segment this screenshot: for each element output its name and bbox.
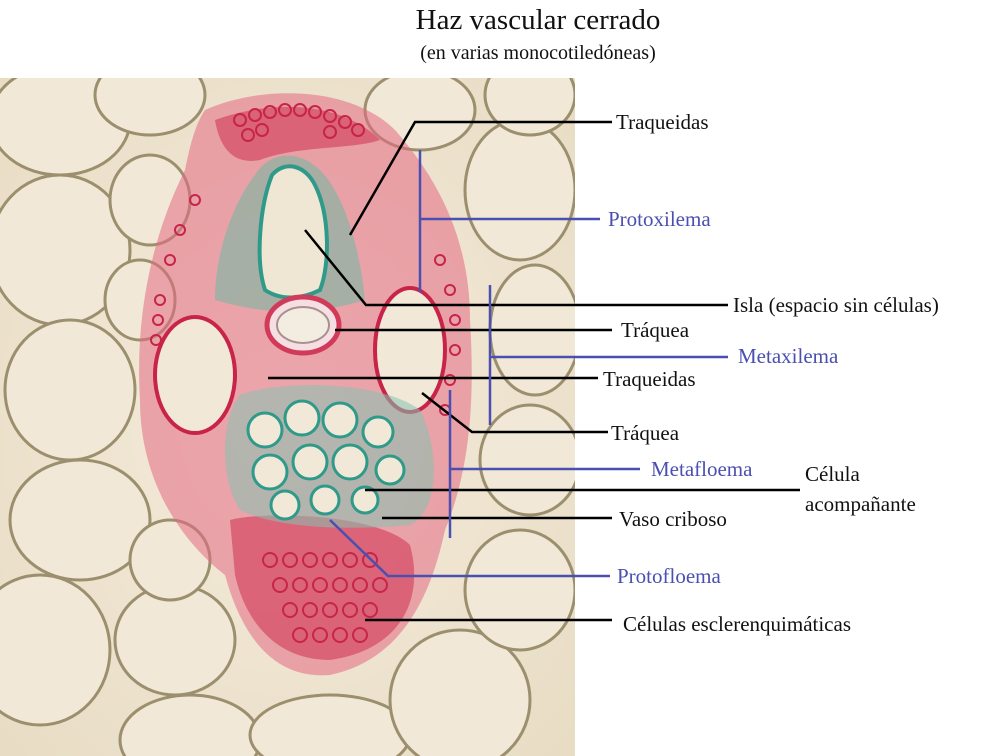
label-isla: Isla (espacio sin células) <box>733 293 939 317</box>
phloem-tissue <box>225 385 434 528</box>
label-metaxilema: Metaxilema <box>738 344 839 368</box>
label-traqueidas-mid: Traqueidas <box>603 367 696 391</box>
micrograph-image <box>0 78 575 756</box>
label-celulas-esclerenquimaticas: Células esclerenquimáticas <box>623 612 851 636</box>
label-celula-acompanante-line1: Célula <box>805 462 860 486</box>
leader-lines-black <box>268 120 800 622</box>
large-trachea-right <box>373 286 447 414</box>
label-traquea-1: Tráquea <box>621 318 690 342</box>
xylem-tissue <box>215 155 365 312</box>
label-traquea-2: Tráquea <box>611 421 680 445</box>
parenchyma-cells <box>0 78 575 756</box>
label-celula-acompanante-line2: acompañante <box>805 492 916 516</box>
diagram-subtitle: (en varias monocotiledóneas) <box>420 42 656 64</box>
label-protoxilema: Protoxilema <box>608 207 711 231</box>
label-vaso-criboso: Vaso criboso <box>619 507 727 531</box>
large-trachea-left <box>153 315 237 435</box>
label-metafloema: Metafloema <box>651 457 753 481</box>
label-traqueidas-top: Traqueidas <box>616 110 709 134</box>
leader-lines-blue <box>329 150 728 578</box>
diagram-title: Haz vascular cerrado <box>415 4 661 36</box>
label-protofloema: Protofloema <box>617 564 721 588</box>
